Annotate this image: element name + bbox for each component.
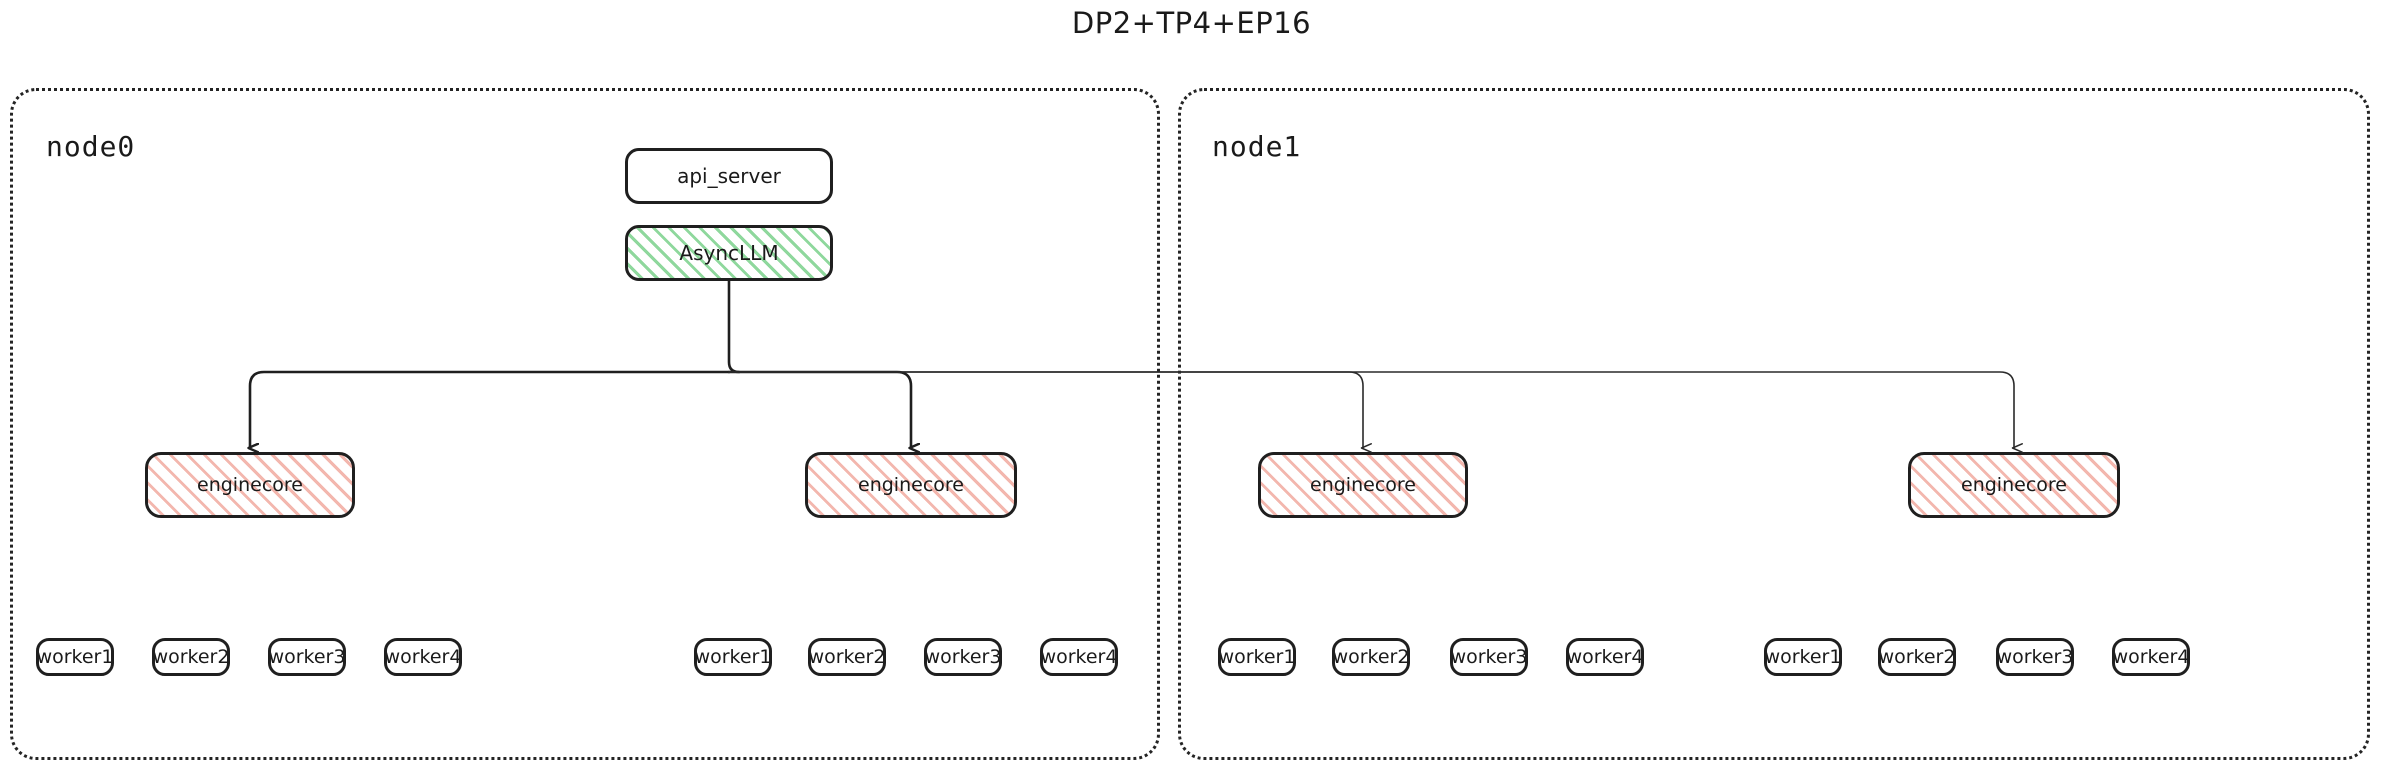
worker-box-node0-1-0: worker1	[694, 638, 772, 676]
worker-box-node0-0-3-label: worker4	[384, 646, 462, 668]
worker-box-node1-0-1-label: worker2	[1332, 646, 1410, 668]
worker-box-node1-1-2: worker3	[1996, 638, 2074, 676]
worker-box-node1-0-2: worker3	[1450, 638, 1528, 676]
worker-box-node0-0-0-label: worker1	[36, 646, 114, 668]
worker-box-node0-1-2: worker3	[924, 638, 1002, 676]
enginecore-box-node0-0: enginecore	[145, 452, 355, 518]
worker-box-node1-1-1: worker2	[1878, 638, 1956, 676]
async-llm-box-label: AsyncLLM	[679, 241, 779, 265]
worker-box-node1-0-3: worker4	[1566, 638, 1644, 676]
api-server-box: api_server	[625, 148, 833, 204]
worker-box-node0-1-1: worker2	[808, 638, 886, 676]
async-llm-box: AsyncLLM	[625, 225, 833, 281]
worker-box-node1-1-3-label: worker4	[2112, 646, 2190, 668]
enginecore-box-node1-0-label: enginecore	[1310, 474, 1416, 496]
worker-box-node0-0-2-label: worker3	[268, 646, 346, 668]
worker-box-node1-1-3: worker4	[2112, 638, 2190, 676]
worker-box-node0-0-1: worker2	[152, 638, 230, 676]
enginecore-box-node0-1: enginecore	[805, 452, 1017, 518]
worker-box-node0-0-2: worker3	[268, 638, 346, 676]
enginecore-box-node1-1: enginecore	[1908, 452, 2120, 518]
worker-box-node1-0-3-label: worker4	[1566, 646, 1644, 668]
node-label-node1: node1	[1212, 130, 1302, 163]
worker-box-node0-1-1-label: worker2	[808, 646, 886, 668]
enginecore-box-node1-0: enginecore	[1258, 452, 1468, 518]
worker-box-node0-1-3: worker4	[1040, 638, 1118, 676]
worker-box-node1-1-0: worker1	[1764, 638, 1842, 676]
enginecore-box-node1-1-label: enginecore	[1961, 474, 2067, 496]
worker-box-node1-0-1: worker2	[1332, 638, 1410, 676]
worker-box-node1-0-0-label: worker1	[1218, 646, 1296, 668]
worker-box-node0-1-3-label: worker4	[1040, 646, 1118, 668]
worker-box-node1-0-2-label: worker3	[1450, 646, 1528, 668]
worker-box-node0-0-1-label: worker2	[152, 646, 230, 668]
worker-box-node0-1-0-label: worker1	[694, 646, 772, 668]
worker-box-node0-1-2-label: worker3	[924, 646, 1002, 668]
page-title: DP2+TP4+EP16	[1071, 6, 1312, 40]
worker-box-node1-1-0-label: worker1	[1764, 646, 1842, 668]
enginecore-box-node0-1-label: enginecore	[858, 474, 964, 496]
api-server-box-label: api_server	[677, 164, 781, 188]
worker-box-node1-1-2-label: worker3	[1996, 646, 2074, 668]
worker-box-node1-0-0: worker1	[1218, 638, 1296, 676]
worker-box-node1-1-1-label: worker2	[1878, 646, 1956, 668]
node-label-node0: node0	[46, 130, 136, 163]
worker-box-node0-0-0: worker1	[36, 638, 114, 676]
enginecore-box-node0-0-label: enginecore	[197, 474, 303, 496]
worker-box-node0-0-3: worker4	[384, 638, 462, 676]
